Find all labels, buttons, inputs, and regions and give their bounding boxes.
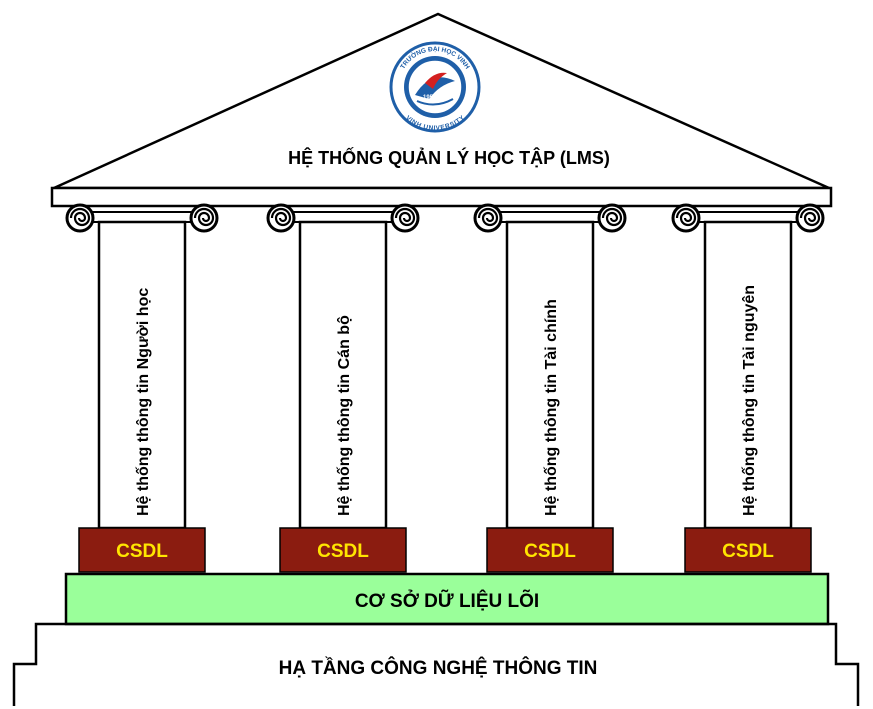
logo-year: 1959 [423,95,437,101]
volute-right-icon [390,203,420,233]
volute-left-icon [266,203,296,233]
pillar-shaft [97,220,187,530]
pillar-2: Hệ thống thông tin Cán bộ CSDL [266,203,420,573]
pillar-capital [282,211,404,223]
pillar-shaft [298,220,388,530]
database-block [486,527,614,573]
core-database: CƠ SỞ DỮ LIỆU LÕI [64,572,830,626]
volute-right-icon [597,203,627,233]
pillar-shaft [505,220,595,530]
core-database-bar [64,572,830,626]
volute-left-icon [65,203,95,233]
database-block [279,527,407,573]
volute-left-icon [473,203,503,233]
pillar-capital [489,211,611,223]
foundation: HẠ TẦNG CÔNG NGHỆ THÔNG TIN [12,622,860,706]
volute-right-icon [795,203,825,233]
database-label: CSDL [524,541,576,562]
foundation-label: HẠ TẦNG CÔNG NGHỆ THÔNG TIN [279,657,598,679]
volute-left-icon [671,203,701,233]
pillar-label: Hệ thống thông tin Tài nguyên [741,285,758,516]
database-block [78,527,206,573]
database-label: CSDL [722,541,774,562]
database-label: CSDL [116,541,168,562]
roof-title: HỆ THỐNG QUẢN LÝ HỌC TẬP (LMS) [288,147,610,168]
pillar-capital [81,211,203,223]
pillar-capital [687,211,809,223]
core-database-label: CƠ SỞ DỮ LIỆU LÕI [355,590,539,612]
pillar-label: Hệ thống thông tin Người học [135,288,152,516]
university-logo: 1959 TRƯỜNG ĐẠI HỌC VINH VINH UNIVERSITY [389,41,481,133]
database-block [684,527,812,573]
pillar-shaft [703,220,793,530]
foundation-steps [12,622,860,706]
roof-beam [50,186,833,208]
database-label: CSDL [317,541,369,562]
pillar-label: Hệ thống thông tin Tài chính [543,299,560,516]
pillar-label: Hệ thống thông tin Cán bộ [336,315,353,516]
volute-right-icon [189,203,219,233]
